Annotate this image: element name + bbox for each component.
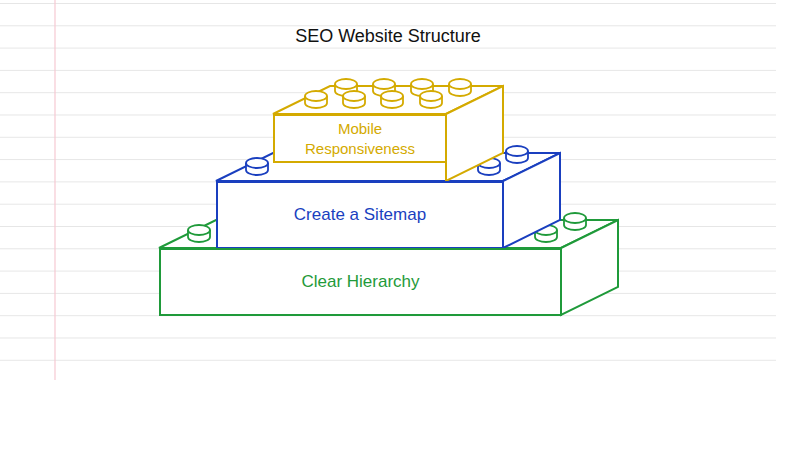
brick-label: Clear Hierarchy xyxy=(295,271,425,293)
top-brick-face: Mobile Responsiveness xyxy=(273,114,447,163)
brick-label: Mobile Responsiveness xyxy=(275,119,445,158)
brick-label: Create a Sitemap xyxy=(288,204,432,226)
ruled-paper xyxy=(0,0,776,362)
yellow-brick xyxy=(273,86,503,181)
diagram-title: SEO Website Structure xyxy=(0,26,776,47)
yellow-studs xyxy=(305,79,471,108)
middle-brick-face: Create a Sitemap xyxy=(216,181,504,249)
bottom-brick-face: Clear Hierarchy xyxy=(159,248,562,316)
blue-brick xyxy=(216,153,560,248)
margin-line xyxy=(54,0,55,380)
